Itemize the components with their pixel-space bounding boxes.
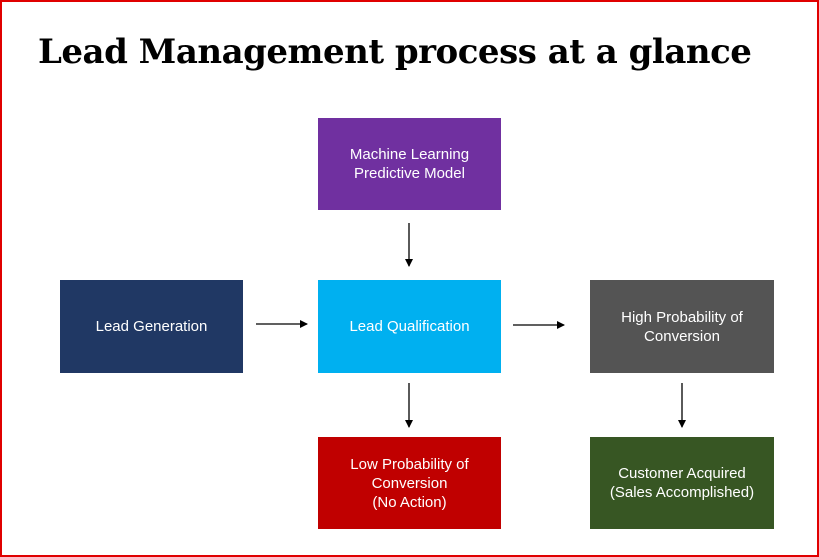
- ml-model-label: Machine Learning Predictive Model: [349, 146, 470, 182]
- lead-generation-box: Lead Generation: [60, 280, 243, 373]
- high-probability-label: High Probability of Conversion: [621, 308, 743, 345]
- high-probability-box: High Probability of Conversion: [590, 280, 774, 373]
- page-title: Lead Management process at a glance: [38, 32, 752, 72]
- lead-qualification-label: Lead Qualification: [349, 318, 470, 335]
- customer-acquired-label: Customer Acquired (Sales Accomplished): [609, 465, 755, 501]
- lead-qualification-box: Lead Qualification: [318, 280, 501, 373]
- low-probability-label: Low Probability of Conversion (No Action…: [350, 455, 469, 511]
- lead-generation-label: Lead Generation: [95, 318, 208, 335]
- ml-model-box: Machine Learning Predictive Model: [318, 118, 501, 210]
- customer-acquired-box: Customer Acquired (Sales Accomplished): [590, 437, 774, 529]
- low-probability-box: Low Probability of Conversion (No Action…: [318, 437, 501, 529]
